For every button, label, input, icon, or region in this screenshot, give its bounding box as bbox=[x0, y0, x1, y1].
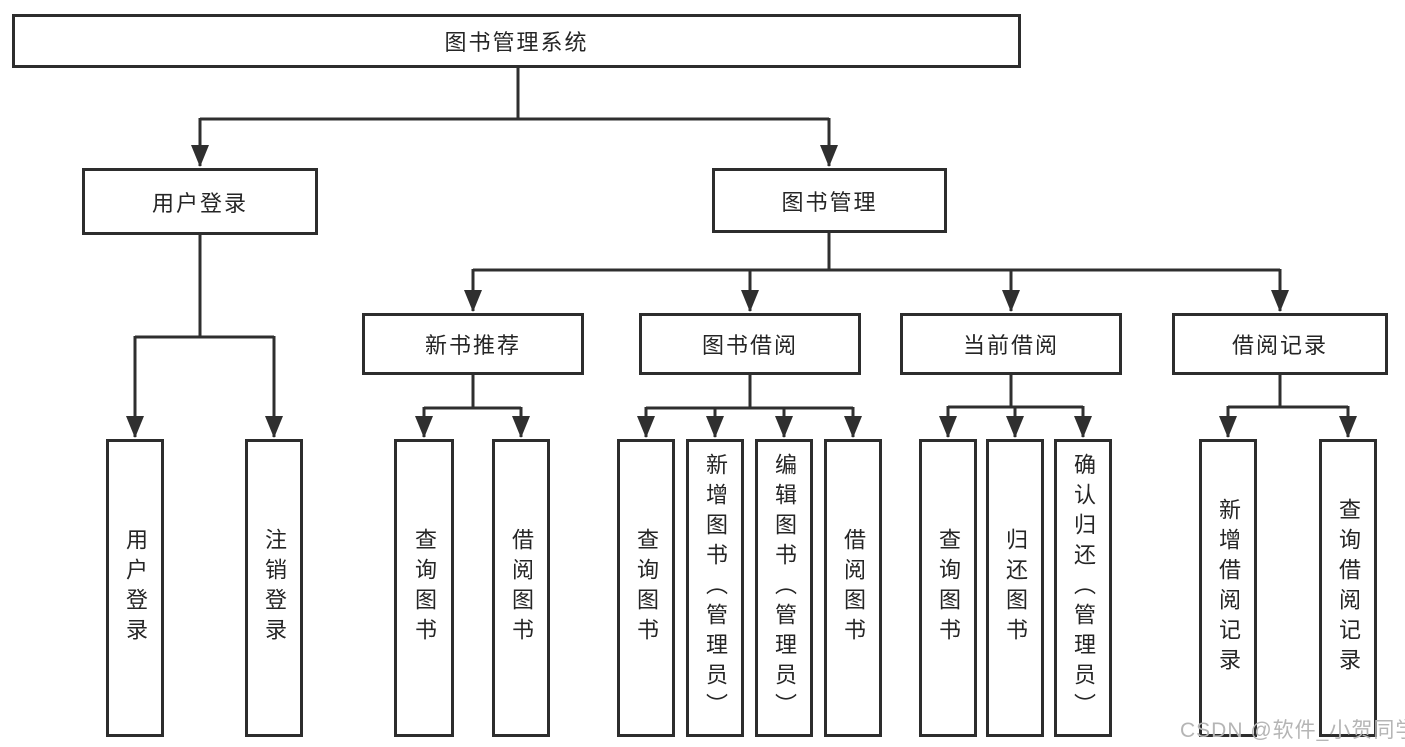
node-label: 借阅图书 bbox=[509, 528, 534, 648]
connector-current-borrow-trunk bbox=[948, 375, 1083, 409]
node-current-borrow: 当前借阅 bbox=[900, 313, 1122, 375]
node-new-book-recommend: 新书推荐 bbox=[362, 313, 584, 375]
node-label: 新书推荐 bbox=[424, 333, 521, 358]
leaf-query-books-current: 查询图书 bbox=[919, 439, 977, 737]
leaf-logout: 注销登录 bbox=[245, 439, 303, 737]
connector-new-book-trunk bbox=[424, 375, 521, 410]
node-label: 图书管理 bbox=[781, 189, 878, 215]
connector-user-login-trunk bbox=[135, 235, 274, 339]
connector-book-management-trunk bbox=[473, 233, 1280, 272]
node-label: 图书管理系统 bbox=[444, 30, 589, 55]
leaf-user-login: 用户登录 bbox=[106, 439, 164, 737]
connector-book-borrow-trunk bbox=[646, 375, 853, 410]
node-label: 注销登录 bbox=[262, 528, 287, 648]
leaf-edit-book-admin: 编辑图书（管理员） bbox=[755, 439, 813, 737]
node-label: 查询图书 bbox=[634, 528, 659, 648]
node-label: 借阅图书 bbox=[841, 528, 866, 648]
connector-borrow-records-trunk bbox=[1228, 375, 1348, 409]
connector-root-trunk bbox=[200, 68, 829, 121]
node-label: 图书借阅 bbox=[701, 333, 798, 358]
csdn-watermark: CSDN @软件_小贺同学 bbox=[1180, 719, 1405, 742]
node-label: 查询图书 bbox=[412, 528, 437, 648]
node-borrow-records: 借阅记录 bbox=[1172, 313, 1388, 375]
node-label: 用户登录 bbox=[123, 528, 148, 648]
leaf-query-books-recommend: 查询图书 bbox=[394, 439, 454, 737]
node-library-management-system: 图书管理系统 bbox=[12, 14, 1021, 68]
node-label: 查询借阅记录 bbox=[1336, 498, 1361, 678]
leaf-add-borrow-record: 新增借阅记录 bbox=[1199, 439, 1257, 737]
leaf-return-books: 归还图书 bbox=[986, 439, 1044, 737]
leaf-confirm-return-admin: 确认归还（管理员） bbox=[1054, 439, 1112, 737]
leaf-add-book-admin: 新增图书（管理员） bbox=[686, 439, 744, 737]
leaf-query-books-borrow: 查询图书 bbox=[617, 439, 675, 737]
node-label: 确认归还（管理员） bbox=[1071, 453, 1096, 723]
node-label: 新增借阅记录 bbox=[1216, 498, 1241, 678]
leaf-borrow-books-recommend: 借阅图书 bbox=[492, 439, 550, 737]
node-label: 新增图书（管理员） bbox=[703, 453, 728, 723]
node-book-borrow: 图书借阅 bbox=[639, 313, 861, 375]
leaf-query-borrow-record: 查询借阅记录 bbox=[1319, 439, 1377, 737]
node-label: 借阅记录 bbox=[1231, 333, 1328, 358]
node-user-login: 用户登录 bbox=[82, 168, 318, 235]
node-book-management: 图书管理 bbox=[712, 168, 947, 233]
node-label: 编辑图书（管理员） bbox=[772, 453, 797, 723]
node-label: 查询图书 bbox=[936, 528, 961, 648]
node-label: 归还图书 bbox=[1003, 528, 1028, 648]
node-label: 用户登录 bbox=[151, 190, 248, 216]
leaf-borrow-books: 借阅图书 bbox=[824, 439, 882, 737]
node-label: 当前借阅 bbox=[962, 333, 1059, 358]
